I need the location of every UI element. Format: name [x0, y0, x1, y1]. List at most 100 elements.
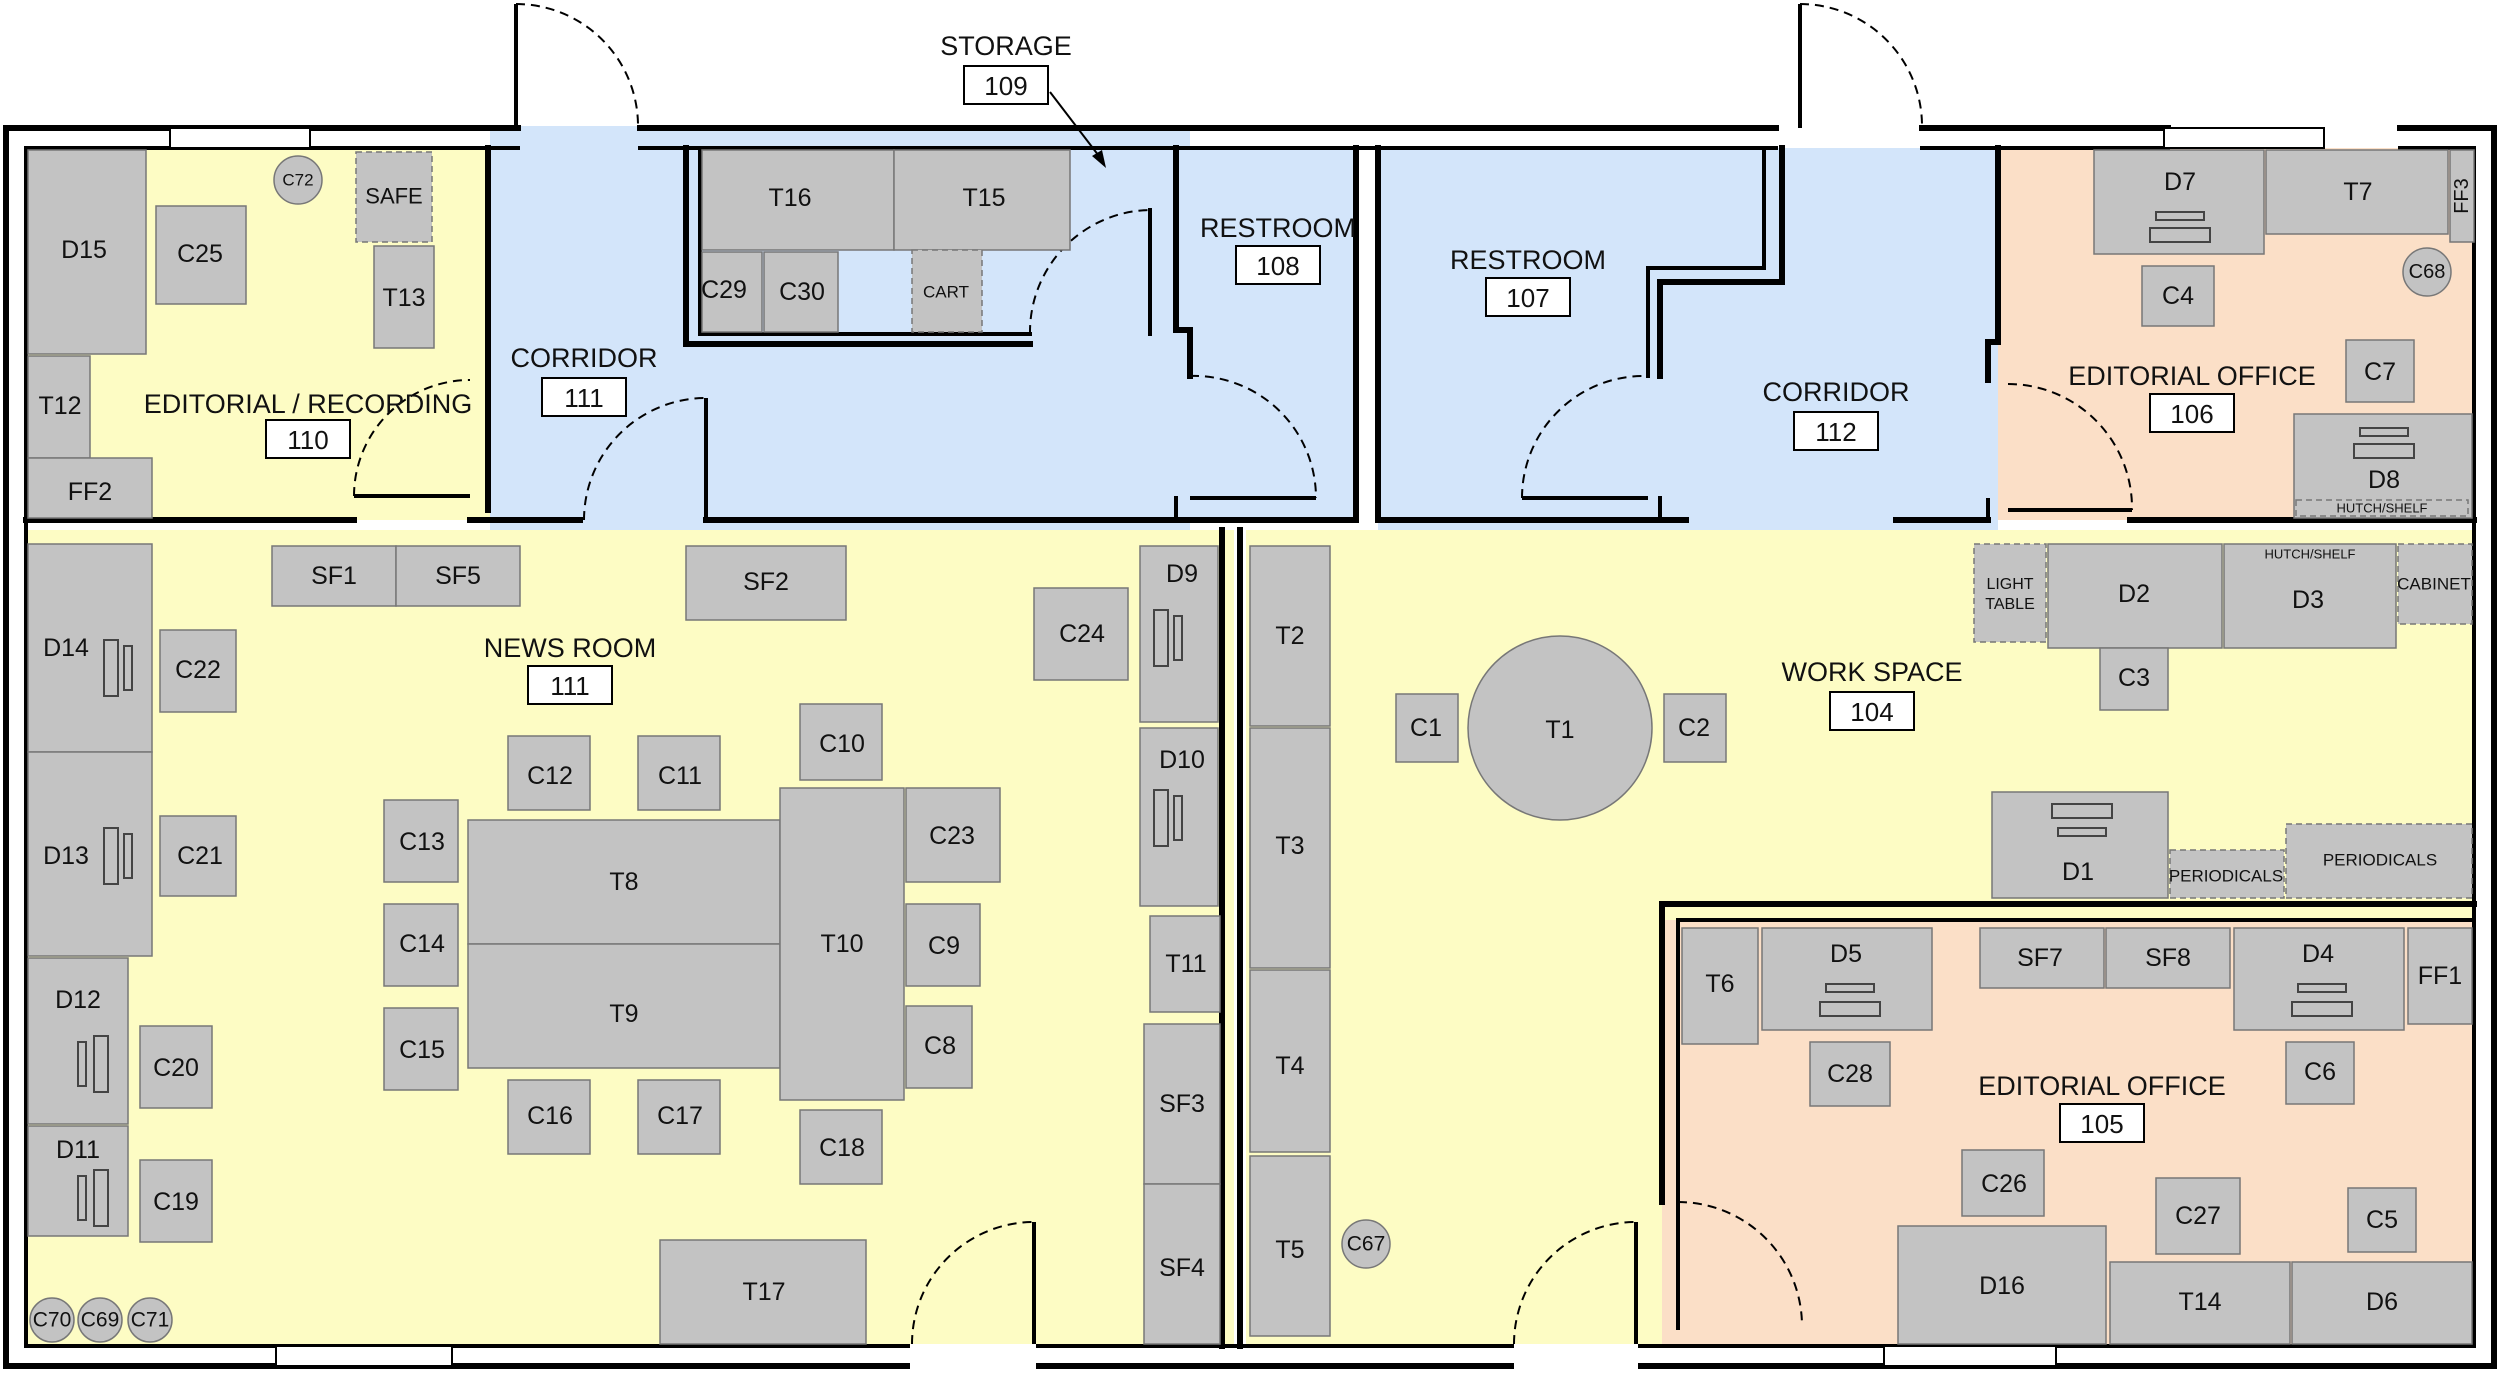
label-T11: T11: [1165, 950, 1206, 978]
label-C26: C26: [1981, 1170, 2027, 1198]
chair-C67: [1341, 1219, 1391, 1269]
table-T3: [1249, 727, 1331, 969]
chair-C72: [273, 155, 323, 205]
label-T16: T16: [768, 184, 811, 212]
label-T14: T14: [2178, 1288, 2221, 1316]
shelf-SF1: [271, 545, 397, 607]
label-T3: T3: [1275, 832, 1304, 860]
windows: [169, 127, 2325, 1367]
window-bottom-left: [275, 1345, 453, 1367]
label-D2: D2: [2118, 580, 2150, 608]
label-C30: C30: [779, 278, 825, 306]
room-label-109: STORAGE: [940, 31, 1072, 61]
table-T13: [373, 245, 435, 349]
label-D7: D7: [2164, 168, 2196, 196]
label-CART: CART: [923, 283, 969, 302]
computer-icon: [77, 1169, 109, 1227]
label-C7: C7: [2364, 358, 2396, 386]
desk-D15: [27, 149, 147, 355]
shelf-SF2: [685, 545, 847, 621]
room-labels: EDITORIAL / RECORDING 110 CORRIDOR 111 S…: [144, 31, 2316, 1139]
computer-icon: [103, 639, 133, 697]
storage-arrow-line: [1049, 91, 1103, 161]
chair-C12: [507, 735, 591, 811]
chair-C17: [637, 1079, 721, 1155]
label-C19: C19: [153, 1188, 199, 1216]
desk-D4: [2233, 927, 2405, 1031]
room-number-104: 104: [1850, 697, 1893, 727]
table-T4: [1249, 969, 1331, 1153]
label-D8: D8: [2368, 466, 2400, 494]
computer-icon: [2051, 803, 2113, 837]
label-D16: D16: [1979, 1272, 2025, 1300]
room-label-111-corridor: CORRIDOR: [511, 343, 658, 373]
label-D3: D3: [2292, 586, 2324, 614]
label-C16: C16: [527, 1102, 573, 1130]
label-C23: C23: [929, 822, 975, 850]
computer-icon: [2291, 983, 2353, 1017]
wall-restroom-107-right: [1657, 145, 1785, 379]
door-arc-top-left: [515, 3, 640, 129]
chair-C28: [1809, 1041, 1891, 1107]
chair-C9: [905, 903, 981, 987]
label-SF8: SF8: [2145, 944, 2191, 972]
periodicals-2: [2285, 823, 2473, 899]
label-C69: C69: [81, 1309, 120, 1332]
door-arc-105: [1677, 1201, 1803, 1327]
label-C18: C18: [819, 1134, 865, 1162]
label-C28: C28: [1827, 1060, 1873, 1088]
table-T1: [1467, 635, 1653, 821]
table-T5: [1249, 1155, 1331, 1337]
label-T5: T5: [1275, 1236, 1304, 1264]
chair-C1: [1395, 693, 1459, 763]
window-top-right: [2163, 127, 2325, 149]
room-number-box-109: [963, 65, 1049, 105]
label-D5: D5: [1830, 940, 1862, 968]
chair-C29: [701, 251, 763, 333]
table-T2: [1249, 545, 1331, 727]
chair-C19: [139, 1159, 213, 1243]
table-T17: [659, 1239, 867, 1345]
chair-C4: [2141, 265, 2215, 327]
desk-D2: [2047, 543, 2223, 649]
chair-C18: [799, 1109, 883, 1185]
table-T12: [27, 355, 91, 459]
shelf-SF5: [395, 545, 521, 607]
window-top-left: [169, 127, 311, 149]
desk-D6: [2291, 1261, 2473, 1345]
chair-C21: [159, 815, 237, 897]
label-SF4: SF4: [1159, 1254, 1205, 1282]
chair-C22: [159, 629, 237, 713]
label-periodicals-1: PERIODICALS: [2169, 867, 2283, 886]
chair-C11: [637, 735, 721, 811]
label-D9: D9: [1166, 560, 1198, 588]
label-D10: D10: [1159, 746, 1205, 774]
room-number-box-106: [2149, 393, 2235, 433]
chair-C16: [507, 1079, 591, 1155]
label-D12: D12: [55, 986, 101, 1014]
door-arc-108: [1189, 374, 1317, 499]
label-C11: C11: [658, 762, 702, 790]
room-number-107: 107: [1506, 283, 1549, 313]
safe: [355, 151, 433, 243]
door-gaps: [910, 1344, 1638, 1372]
room-label-110: EDITORIAL / RECORDING: [144, 389, 473, 419]
label-T10: T10: [820, 930, 863, 958]
label-D6: D6: [2366, 1288, 2398, 1316]
desk-D3: [2223, 543, 2397, 649]
table-T15: [893, 149, 1071, 251]
label-T6: T6: [1705, 970, 1734, 998]
label-C71: C71: [131, 1309, 170, 1332]
inner-outline: [24, 146, 2476, 1348]
shelf-SF3: [1143, 1023, 1221, 1185]
label-C21: C21: [177, 842, 223, 870]
wall-restroom-108: [1173, 145, 1193, 379]
label-C29: C29: [701, 276, 747, 304]
chair-C20: [139, 1025, 213, 1109]
chair-C68: [2402, 247, 2452, 297]
room-number-110: 110: [287, 425, 328, 455]
outer-wall: [3, 125, 2497, 1369]
chair-C69: [77, 1297, 123, 1343]
room-number-box-107: [1485, 277, 1571, 317]
periodicals-1: [2169, 849, 2285, 899]
